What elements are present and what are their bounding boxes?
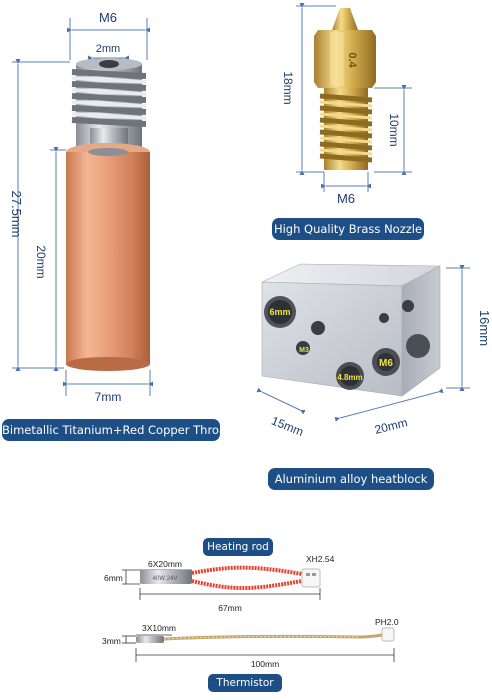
heating-rod-67-text: 67mm	[218, 603, 242, 613]
heatblock-hole-m3-text: M3	[299, 347, 309, 354]
heatblock-top-hole-2	[379, 313, 389, 323]
heatblock-hole-m3-top	[311, 321, 325, 335]
heating-rod-cartridge	[140, 570, 192, 584]
heatblock-right-face	[401, 265, 441, 397]
thermistor-illustration: 3X10mm PH2.0 3mm 100mm	[102, 617, 399, 669]
throat-copper-collar	[88, 148, 128, 156]
heating-rod-connector	[301, 568, 321, 588]
heating-rod-connector-text: XH2.54	[306, 554, 335, 564]
heating-rod-6x20-text: 6X20mm	[148, 559, 182, 569]
heating-rod-print: 40W 24V	[153, 576, 178, 582]
throat-7-text: 7mm	[95, 390, 122, 404]
thermistor-3x10-text: 3X10mm	[142, 623, 176, 633]
throat-copper-body	[66, 152, 150, 364]
nozzle-hex	[314, 30, 376, 88]
heatblock-label: Aluminium alloy heatblock	[268, 468, 434, 490]
heatblock-20-text: 20mm	[373, 415, 409, 437]
heatblock-hole-side	[406, 334, 430, 358]
throat-m6-text: M6	[99, 10, 117, 25]
thermistor-label: Thermistor	[208, 674, 282, 692]
throat-20-text: 20mm	[34, 245, 48, 278]
nozzle-m6-text: M6	[337, 191, 355, 206]
heating-rod-wire-bottom	[191, 579, 303, 590]
throat-2mm-text: 2mm	[96, 43, 120, 55]
heating-rod-wire-top	[191, 565, 303, 576]
heatblock-hole-6mm-text: 6mm	[269, 307, 290, 317]
thermistor-100-text: 100mm	[251, 659, 279, 669]
nozzle-illustration: 0.4 18mm 10mm M6	[281, 2, 412, 206]
nozzle-tip	[332, 8, 358, 30]
nozzle-engraving: 0.4	[346, 52, 358, 68]
heating-rod-6mm-text: 6mm	[104, 573, 123, 583]
throat-label: Bimetallic Titanium+Red Copper Throat	[2, 419, 231, 441]
heatblock-illustration: 6mm M3 4.8mm M6 16mm 15mm 20mm	[256, 263, 492, 439]
throat-thread-ridges	[71, 69, 147, 127]
thermistor-3mm-text: 3mm	[102, 636, 121, 646]
nozzle-hex-facet	[330, 32, 344, 86]
nozzle-10-text: 10mm	[387, 113, 401, 146]
nozzle-thread-ridges	[319, 93, 373, 163]
heatblock-15-text: 15mm	[269, 414, 305, 439]
throat-neck	[90, 128, 128, 148]
thermistor-connector	[381, 627, 395, 642]
nozzle-label: High Quality Brass Nozzle	[272, 218, 424, 240]
throat-illustration: M6 2mm 27.5mm 20	[9, 10, 153, 404]
throat-27-text: 27.5mm	[9, 191, 24, 238]
throat-bore	[99, 60, 119, 68]
nozzle-18-text: 18mm	[281, 71, 295, 104]
heating-rod-illustration: 6X20mm XH2.54 40W 24V 6mm 67mm	[104, 554, 335, 613]
throat-copper-bottom	[66, 357, 150, 371]
thermistor-probe	[136, 636, 164, 643]
heatblock-top-hole-1	[402, 300, 414, 312]
heating-rod-label: Heating rod	[203, 538, 273, 556]
heatblock-16-text: 16mm	[477, 310, 492, 346]
heatblock-15-line	[256, 387, 306, 415]
thermistor-connector-text: PH2.0	[375, 617, 399, 627]
heatblock-hole-m6-text: M6	[379, 358, 393, 369]
heatblock-hole-m3	[296, 341, 310, 355]
heatblock-20-line	[334, 388, 444, 422]
heatblock-hole-4-8mm-text: 4.8mm	[337, 373, 362, 382]
